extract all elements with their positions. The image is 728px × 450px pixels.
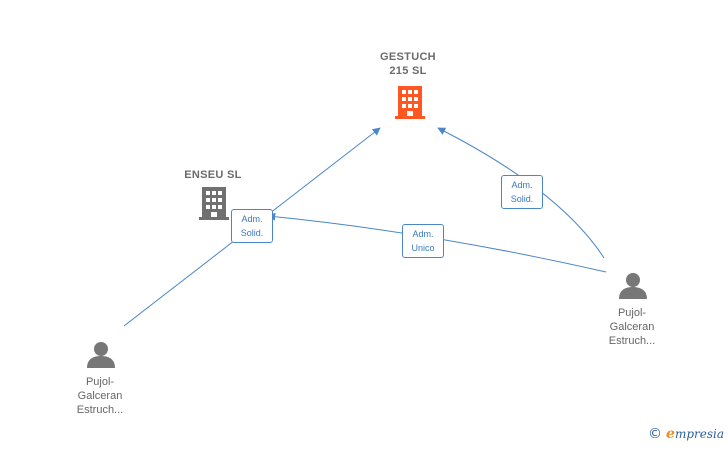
- edge-label-line: Unico: [411, 243, 435, 253]
- node-label-enseu[interactable]: ENSEU SL: [158, 168, 268, 182]
- node-label-gestuch[interactable]: GESTUCH 215 SL: [353, 50, 463, 78]
- node-label-line: Pujol-: [617, 307, 647, 319]
- building-icon[interactable]: [395, 86, 425, 119]
- node-label-line: Estruch...: [608, 335, 656, 347]
- edge-label-line: Adm.: [511, 180, 533, 190]
- node-label-line: Pujol-: [85, 376, 115, 388]
- person-icon[interactable]: [619, 273, 647, 299]
- node-label-person-right[interactable]: Pujol- Galceran Estruch...: [577, 306, 687, 348]
- edge-label-right-to-enseu[interactable]: Adm. Unico: [402, 224, 444, 258]
- edge-label-line: Adm.: [412, 229, 434, 239]
- brand-e: e: [666, 426, 675, 442]
- node-label-line: Galceran: [77, 390, 123, 402]
- node-label-line: ENSEU SL: [184, 169, 242, 181]
- edge-label-left-to-gestuch[interactable]: Adm. Solid.: [231, 209, 273, 243]
- edge-label-line: Adm.: [241, 214, 263, 224]
- copyright-icon: ©: [648, 426, 663, 442]
- node-label-person-left[interactable]: Pujol- Galceran Estruch...: [45, 375, 155, 417]
- node-label-line: Galceran: [609, 321, 655, 333]
- edge-label-line: Solid.: [510, 194, 534, 204]
- edge-label-right-to-gestuch[interactable]: Adm. Solid.: [501, 175, 543, 209]
- edge-label-line: Solid.: [240, 228, 264, 238]
- node-label-line: GESTUCH: [380, 51, 436, 63]
- brand-logo: ©empresia: [648, 426, 724, 442]
- node-label-line: Estruch...: [76, 404, 124, 416]
- node-label-line: 215 SL: [389, 65, 427, 77]
- building-icon[interactable]: [199, 187, 229, 220]
- brand-name: mpresia: [674, 427, 724, 441]
- person-icon[interactable]: [87, 342, 115, 368]
